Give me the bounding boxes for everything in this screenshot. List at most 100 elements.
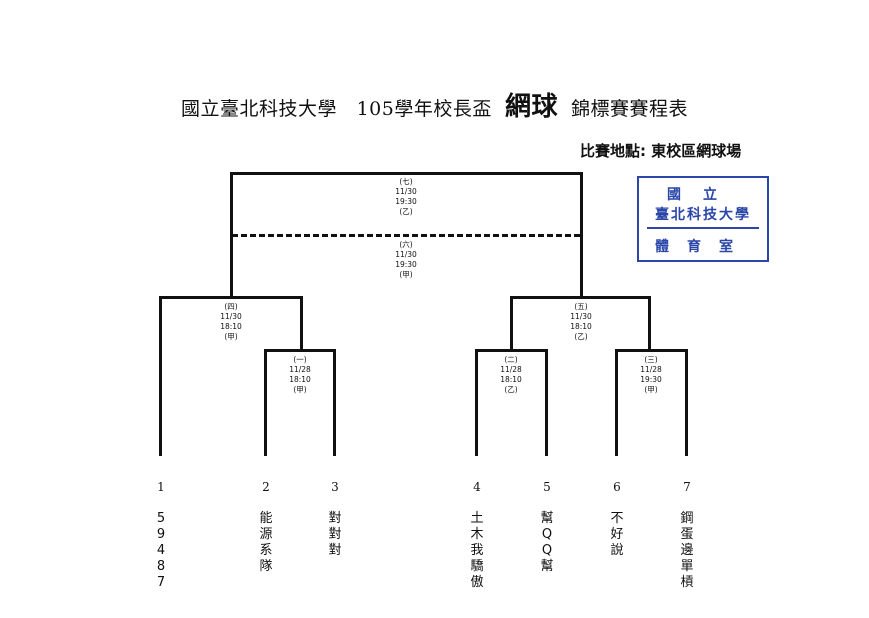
bracket-semi-right-top [510,296,651,299]
bracket-third-place-line [232,234,580,237]
match-court: (甲) [224,332,238,341]
match-number: (四) [224,302,238,311]
bracket-final-left [230,172,233,299]
match-number: (五) [574,302,588,311]
team-name-7: 鋼 蛋 邊 單 槓 [677,511,697,591]
bracket-semi-left-top [159,296,303,299]
team-name-5: 幫 Q Q 幫 [537,511,557,575]
team-char: 隊 [259,559,273,574]
bracket-m1-top [264,349,336,352]
match-time: 18:10 [289,375,311,384]
team-char: 土 [470,511,484,526]
team-char: 對 [328,543,342,558]
match-date: 11/30 [395,187,417,196]
bracket-seed6-line [615,349,618,456]
title-cup: 105學年校長盃 [356,98,492,120]
bracket-seed1-line [159,296,162,456]
title-suffix: 錦標賽賽程表 [571,98,689,120]
bracket-final-right [580,172,583,299]
venue-label: 比賽地點: 東校區網球場 [580,142,742,160]
team-char: 傲 [470,575,484,590]
match-time: 18:10 [570,322,592,331]
team-char: 幫 [540,511,554,526]
team-char: 鋼 [680,511,694,526]
stamp-line1: 國立 [667,187,739,203]
match-5-info: (五) 11/30 18:10 (乙) [551,302,611,342]
match-court: (甲) [399,270,413,279]
match-date: 11/30 [570,312,592,321]
office-stamp: 國立 臺北科技大學 體育室 [637,176,769,262]
bracket-semi-left-right [300,296,303,351]
match-number: (二) [504,355,518,364]
bracket-seed4-line [475,349,478,456]
team-char: Q [541,527,553,542]
match-7-info: (七) 11/30 19:30 (乙) [376,177,436,217]
match-date: 11/28 [500,365,522,374]
team-char: 槓 [680,575,694,590]
match-date: 11/28 [289,365,311,374]
match-2-info: (二) 11/28 18:10 (乙) [481,355,541,395]
bracket-m3-top [615,349,688,352]
bracket-seed7-line [685,349,688,456]
match-court: (乙) [399,207,413,216]
stamp-line2: 臺北科技大學 [655,207,751,223]
match-time: 19:30 [395,197,417,206]
title-school: 國立臺北科技大學 [180,98,337,120]
title-sport: 網球 [504,92,558,122]
seed-number-4: 4 [473,480,481,494]
team-name-2: 能 源 系 隊 [256,511,276,575]
bracket-m2-top [475,349,548,352]
team-char: 蛋 [680,527,694,542]
team-char: 我 [470,543,484,558]
team-char: 幫 [540,559,554,574]
team-char: 系 [259,543,273,558]
match-court: (甲) [644,385,658,394]
team-name-6: 不 好 說 [607,511,627,559]
match-court: (乙) [574,332,588,341]
team-char: 不 [610,511,624,526]
stamp-divider [647,227,759,229]
match-1-info: (一) 11/28 18:10 (甲) [270,355,330,395]
match-number: (一) [293,355,307,364]
match-date: 11/28 [640,365,662,374]
bracket-semi-right-left [510,296,513,351]
match-6-info: (六) 11/30 19:30 (甲) [376,240,436,280]
match-4-info: (四) 11/30 18:10 (甲) [201,302,261,342]
team-char: 說 [610,543,624,558]
team-char: 單 [680,559,694,574]
match-3-info: (三) 11/28 19:30 (甲) [621,355,681,395]
match-number: (七) [399,177,413,186]
team-char: 5 [156,511,166,526]
match-time: 19:30 [640,375,662,384]
match-court: (甲) [293,385,307,394]
team-name-1: 5 9 4 8 7 [151,511,171,591]
bracket-final-top [230,172,583,175]
match-date: 11/30 [220,312,242,321]
match-number: (三) [644,355,658,364]
seed-number-3: 3 [331,480,339,494]
team-char: 能 [259,511,273,526]
team-char: 邊 [680,543,694,558]
team-char: 木 [470,527,484,542]
team-char: 8 [156,559,166,574]
seed-number-6: 6 [613,480,621,494]
team-char: 源 [259,527,273,542]
match-time: 19:30 [395,260,417,269]
seed-number-2: 2 [262,480,270,494]
match-number: (六) [399,240,413,249]
team-char: 好 [610,527,624,542]
team-char: 對 [328,511,342,526]
team-char: 對 [328,527,342,542]
team-name-4: 土 木 我 驕 傲 [467,511,487,591]
seed-number-1: 1 [157,480,165,494]
match-time: 18:10 [220,322,242,331]
bracket-seed5-line [545,349,548,456]
bracket-seed3-line [333,349,336,456]
seed-number-5: 5 [543,480,551,494]
match-court: (乙) [504,385,518,394]
team-char: 7 [156,575,166,590]
bracket-seed2-line [264,349,267,456]
team-char: 驕 [470,559,484,574]
match-time: 18:10 [500,375,522,384]
bracket-semi-right-right [648,296,651,351]
